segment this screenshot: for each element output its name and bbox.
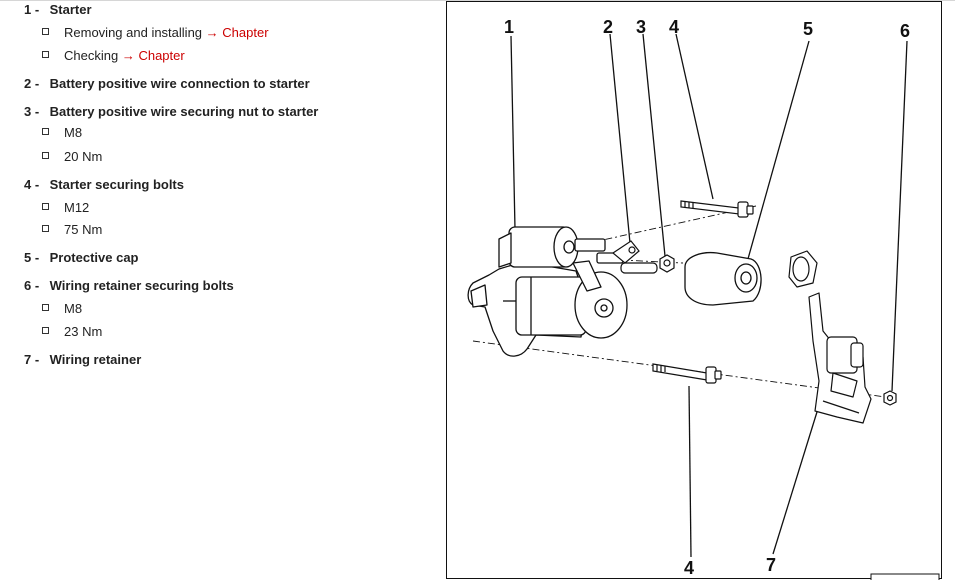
subitem-text: M12 bbox=[64, 200, 90, 215]
leader-line-6 bbox=[891, 40, 908, 392]
item-label: Wiring retainer securing bolts bbox=[49, 278, 234, 293]
callout-2: 2 bbox=[603, 17, 613, 37]
square-bullet-icon bbox=[42, 152, 49, 159]
legend-subitem: 75 Nm bbox=[42, 222, 102, 237]
legend-item-2: 2 - Battery positive wire connection to … bbox=[24, 76, 310, 91]
leader-line-7 bbox=[772, 398, 822, 555]
legend-subitem: M8 bbox=[42, 125, 82, 140]
battery-wire-connection-drawing bbox=[611, 240, 658, 274]
item-number: 5 - bbox=[24, 250, 40, 265]
securing-nut-drawing bbox=[659, 254, 675, 273]
item-label: Protective cap bbox=[49, 250, 139, 265]
callout-6: 6 bbox=[900, 21, 910, 41]
legend-subitem: Removing and installing → Chapter bbox=[42, 25, 269, 40]
subitem-text: 20 Nm bbox=[64, 149, 103, 164]
subitem-text: 23 Nm bbox=[64, 324, 103, 339]
leader-line-2 bbox=[609, 33, 631, 244]
leader-line-5 bbox=[745, 40, 810, 267]
leader-line-4-bottom bbox=[688, 385, 692, 558]
item-label: Battery positive wire securing nut to st… bbox=[49, 104, 319, 119]
exploded-view-figure: 1 2 3 4 5 6 4 7 bbox=[446, 1, 942, 580]
legend-subitem: 20 Nm bbox=[42, 149, 102, 164]
callout-3: 3 bbox=[636, 17, 646, 37]
upper-bolt-drawing bbox=[680, 200, 754, 218]
legend-subitem: 23 Nm bbox=[42, 324, 102, 339]
reference-box bbox=[870, 573, 940, 580]
legend-subitem: M12 bbox=[42, 200, 89, 215]
subitem-text: M8 bbox=[64, 301, 83, 316]
callout-1: 1 bbox=[504, 17, 514, 37]
item-label: Wiring retainer bbox=[49, 352, 142, 367]
item-label: Starter securing bolts bbox=[49, 177, 184, 192]
chapter-link[interactable]: Chapter bbox=[138, 48, 185, 63]
legend-item-5: 5 - Protective cap bbox=[24, 250, 139, 265]
square-bullet-icon bbox=[42, 128, 49, 135]
square-bullet-icon bbox=[42, 225, 49, 232]
retainer-nut-drawing bbox=[883, 390, 897, 406]
leader-line-4-top bbox=[675, 33, 714, 200]
subitem-text: 75 Nm bbox=[64, 222, 103, 237]
square-bullet-icon bbox=[42, 327, 49, 334]
legend-subitem: M8 bbox=[42, 301, 82, 316]
top-divider bbox=[0, 0, 955, 1]
arrow-right-icon: → bbox=[205, 25, 219, 40]
callout-5: 5 bbox=[803, 19, 813, 39]
item-label: Starter bbox=[49, 2, 92, 17]
square-bullet-icon bbox=[42, 51, 49, 58]
leader-line-3 bbox=[642, 33, 666, 257]
callout-4-top: 4 bbox=[669, 17, 679, 37]
item-number: 3 - bbox=[24, 104, 40, 119]
arrow-right-icon: → bbox=[121, 48, 135, 63]
item-number: 4 - bbox=[24, 177, 40, 192]
legend-item-7: 7 - Wiring retainer bbox=[24, 352, 141, 367]
callout-7: 7 bbox=[766, 555, 776, 575]
square-bullet-icon bbox=[42, 203, 49, 210]
legend-subitem: Checking → Chapter bbox=[42, 48, 185, 63]
protective-cap-drawing bbox=[684, 251, 762, 306]
subitem-text: M8 bbox=[64, 125, 83, 140]
item-number: 7 - bbox=[24, 352, 40, 367]
item-number: 2 - bbox=[24, 76, 40, 91]
legend-item-3: 3 - Battery positive wire securing nut t… bbox=[24, 104, 318, 119]
square-bullet-icon bbox=[42, 304, 49, 311]
legend-item-4: 4 - Starter securing bolts bbox=[24, 177, 184, 192]
item-number: 6 - bbox=[24, 278, 40, 293]
lower-bolt-drawing bbox=[652, 363, 722, 384]
chapter-link[interactable]: Chapter bbox=[222, 25, 269, 40]
subitem-text: Checking bbox=[64, 48, 119, 63]
starter-motor-drawing bbox=[467, 226, 628, 357]
wiring-retainer-drawing bbox=[788, 250, 872, 424]
leader-line-1 bbox=[510, 35, 516, 230]
item-number: 1 - bbox=[24, 2, 40, 17]
legend-item-1: 1 - Starter bbox=[24, 2, 92, 17]
callout-4-bottom: 4 bbox=[684, 558, 694, 578]
legend-item-6: 6 - Wiring retainer securing bolts bbox=[24, 278, 234, 293]
subitem-text: Removing and installing bbox=[64, 25, 203, 40]
item-label: Battery positive wire connection to star… bbox=[49, 76, 310, 91]
square-bullet-icon bbox=[42, 28, 49, 35]
starter-exploded-diagram: 1 2 3 4 5 6 4 7 bbox=[467, 17, 940, 580]
